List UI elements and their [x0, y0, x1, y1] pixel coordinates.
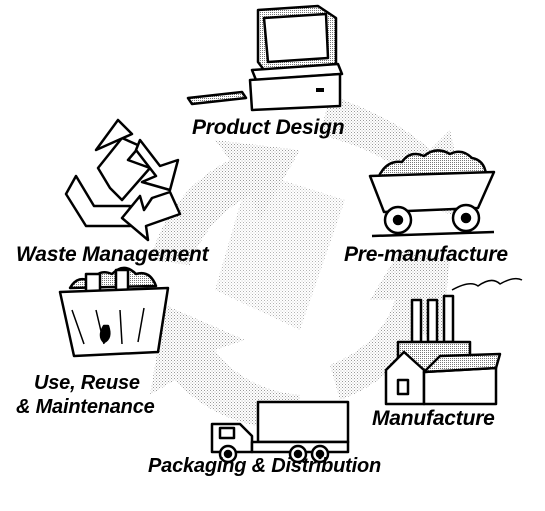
stage-label-use-reuse-line1: Use, Reuse	[34, 372, 140, 394]
stage-label-packaging-distribution: Packaging & Distribution	[148, 455, 382, 477]
factory-icon	[384, 277, 523, 406]
cycle-arrow-bottom-left	[150, 305, 300, 430]
stage-label-use-reuse-line2: & Maintenance	[16, 396, 155, 418]
cycle-arrow-right	[330, 250, 450, 400]
stage-label-manufacture: Manufacture	[372, 407, 495, 430]
stage-label-waste-management: Waste Management	[16, 243, 209, 266]
computer-icon	[186, 4, 344, 112]
stage-label-pre-manufacture: Pre-manufacture	[344, 243, 508, 266]
stage-label-product-design: Product Design	[192, 116, 345, 139]
recycling-bin-icon	[58, 266, 170, 358]
truck-icon	[210, 400, 350, 464]
ore-cart-icon	[368, 149, 496, 238]
cycle-center-triangle	[215, 170, 345, 330]
recycle-symbol-icon	[64, 118, 182, 242]
cycle-arrow-left	[150, 140, 300, 265]
